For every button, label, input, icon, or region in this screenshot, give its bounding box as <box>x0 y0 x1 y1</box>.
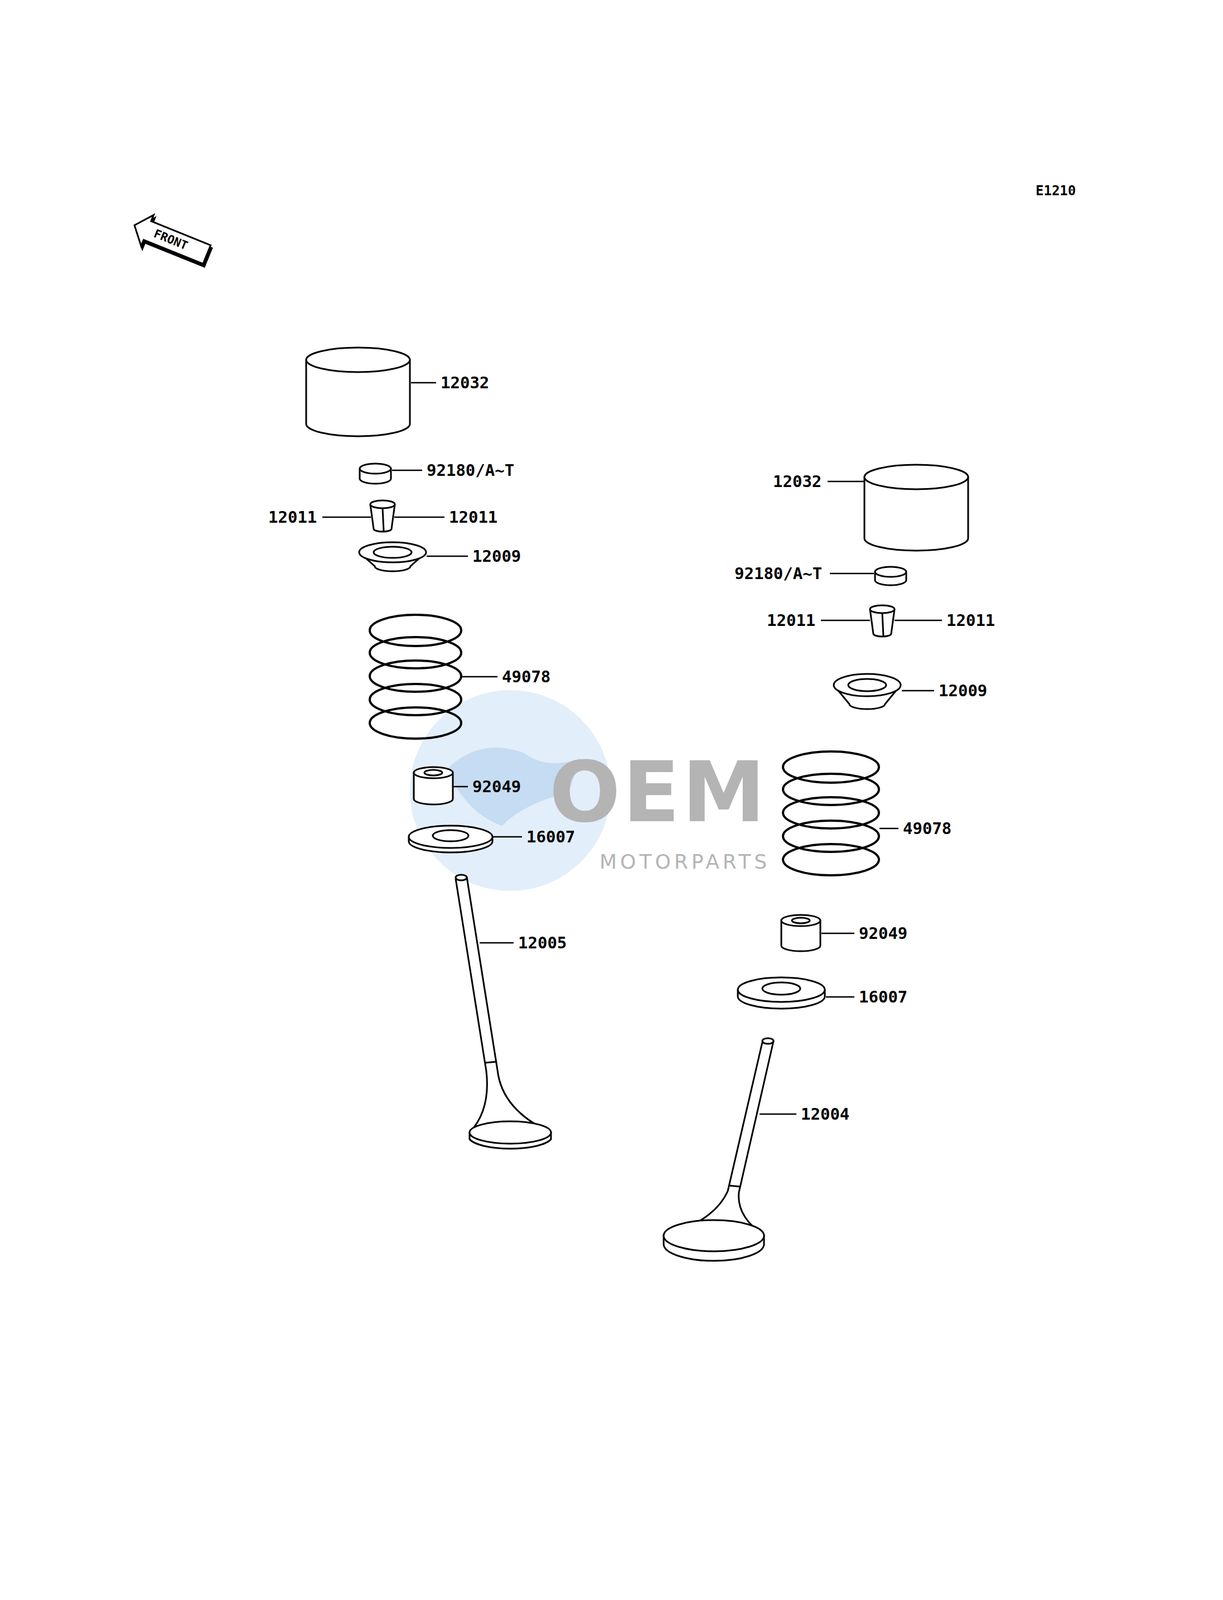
callout-number: 12032 <box>772 473 822 490</box>
callout-number: 92180/A~T <box>734 565 823 582</box>
callout-number: 92180/A~T <box>426 462 515 479</box>
callout-number: 12009 <box>938 682 988 699</box>
callout-number: 12011 <box>946 612 995 629</box>
callout-number: 12032 <box>440 374 490 391</box>
callout-number: 12011 <box>766 612 816 629</box>
callout-number: 12004 <box>800 1105 850 1123</box>
callout-number: 92049 <box>858 925 908 942</box>
callout-number: 49078 <box>902 820 952 837</box>
callout-number: 12009 <box>472 548 521 565</box>
callout-number: 12011 <box>448 509 498 526</box>
callout-number: 12011 <box>268 509 317 526</box>
watermark: MOTORPARTS <box>599 851 771 872</box>
callout-number: 16007 <box>858 988 908 1005</box>
callout-number: 92049 <box>472 778 521 795</box>
callout-number: 49078 <box>501 668 551 685</box>
callout-number: 12005 <box>518 934 567 951</box>
sheet-code: E1210 <box>1035 184 1076 198</box>
watermark: OEM <box>549 750 768 834</box>
